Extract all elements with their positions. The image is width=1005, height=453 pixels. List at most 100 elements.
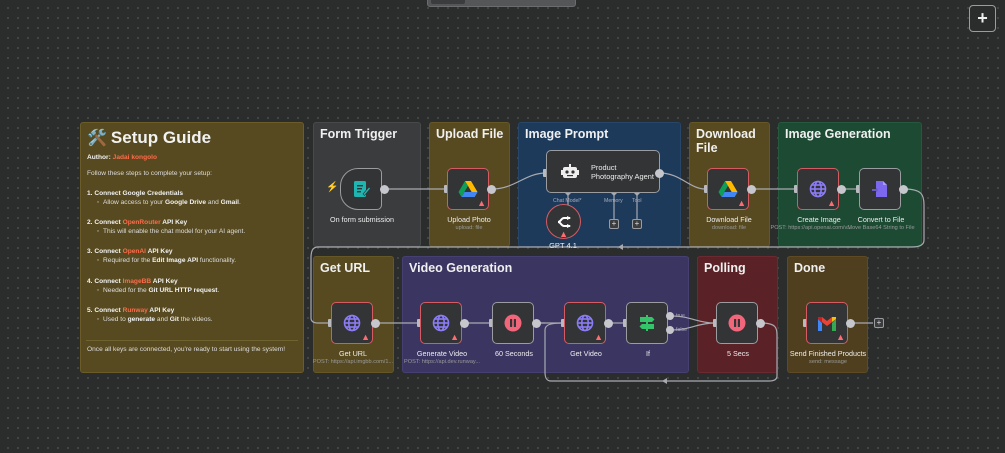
output-port[interactable] (846, 319, 855, 328)
input-port[interactable] (543, 169, 547, 177)
robot-icon (561, 163, 579, 178)
node-get-url[interactable]: ▲ (331, 302, 373, 344)
node-generate-video[interactable]: ▲ (420, 302, 462, 344)
pause-icon (504, 314, 522, 332)
node-subtitle: POST: https://api.imgbb.com/1... (312, 359, 394, 365)
pause-icon (728, 314, 746, 332)
input-port[interactable] (794, 185, 798, 193)
node-label: GPT 4.1 (549, 241, 577, 250)
add-node-button[interactable]: + (969, 5, 996, 32)
step-1: 1. Connect Google Credentials (87, 190, 184, 197)
toolbar-segment[interactable] (431, 0, 465, 4)
step-1-detail: ◦ Allow access to your Google Drive and … (97, 199, 241, 206)
author-line: Author: Jadai kongolo (87, 154, 157, 161)
input-port[interactable] (561, 319, 565, 327)
node-subtitle: download: file (711, 225, 747, 231)
node-download-file[interactable]: ▲ (707, 168, 749, 210)
output-port[interactable] (532, 319, 541, 328)
warning-icon: ▲ (836, 332, 845, 342)
form-icon (354, 181, 371, 197)
warning-icon: ▲ (450, 332, 459, 342)
output-port[interactable] (899, 185, 908, 194)
input-port[interactable] (713, 319, 717, 327)
step-4-detail: ◦ Needed for the Git URL HTTP request. (97, 287, 220, 294)
input-port[interactable] (328, 319, 332, 327)
node-label: Get URL (339, 349, 367, 358)
output-port[interactable] (460, 319, 469, 328)
input-port[interactable] (803, 319, 807, 327)
node-create-image[interactable]: ▲ (797, 168, 839, 210)
output-label-true: true (676, 313, 685, 319)
input-port[interactable] (489, 319, 493, 327)
google-drive-icon (458, 181, 478, 197)
node-label: Upload Photo (447, 215, 491, 224)
output-port-false[interactable] (666, 326, 674, 334)
node-gpt-4-1[interactable]: ▲ (546, 204, 581, 239)
input-port[interactable] (704, 185, 708, 193)
output-port[interactable] (756, 319, 765, 328)
output-port[interactable] (487, 185, 496, 194)
globe-icon (343, 314, 361, 332)
node-convert-to-file[interactable] (859, 168, 901, 210)
step-4: 4. Connect ImageBB API Key (87, 278, 178, 285)
node-label: Get Video (570, 349, 602, 358)
node-get-video[interactable]: ▲ (564, 302, 606, 344)
node-label: Download File (706, 215, 752, 224)
footer-text: Once all keys are connected, you're read… (87, 346, 286, 353)
add-memory-button[interactable]: + (609, 219, 619, 229)
port-label-chat-model: Chat Model* (553, 198, 582, 204)
node-5-secs[interactable] (716, 302, 758, 344)
wire-arrow (662, 378, 667, 384)
node-label: 60 Seconds (495, 349, 533, 358)
step-2: 2. Connect OpenRouter API Key (87, 219, 188, 226)
output-label-false: false (676, 327, 687, 333)
node-60-seconds[interactable] (492, 302, 534, 344)
node-subtitle: POST: https://api.dev.runway... (404, 359, 480, 365)
node-subtitle: send: message (809, 359, 847, 365)
output-port[interactable] (604, 319, 613, 328)
plus-icon: + (977, 8, 988, 28)
globe-icon (576, 314, 594, 332)
setup-guide-sticky[interactable]: 🛠️ Setup Guide Author: Jadai kongolo Fol… (80, 122, 304, 373)
node-label: Send Finished Products (789, 349, 867, 358)
node-subtitle: upload: file (455, 225, 483, 231)
node-label: If (646, 349, 650, 358)
node-on-form-submission[interactable] (340, 168, 382, 210)
warning-icon: ▲ (827, 198, 836, 208)
trigger-lightning-icon: ⚡ (326, 182, 339, 193)
step-2-detail: ◦ This will enable the chat model for yo… (97, 228, 246, 235)
node-send-finished-products[interactable]: ▲ (806, 302, 848, 344)
node-if[interactable] (626, 302, 668, 344)
add-next-node-button[interactable]: + (874, 318, 884, 328)
output-port[interactable] (747, 185, 756, 194)
signpost-icon (639, 315, 655, 331)
warning-icon: ▲ (559, 229, 568, 239)
input-port[interactable] (444, 185, 448, 193)
globe-icon (432, 314, 450, 332)
intro-text: Follow these steps to complete your setu… (87, 170, 212, 177)
node-upload-photo[interactable]: ▲ (447, 168, 489, 210)
output-port-true[interactable] (666, 312, 674, 320)
add-tool-button[interactable]: + (632, 219, 642, 229)
convert-file-icon (872, 181, 887, 197)
setup-guide-title: 🛠️ Setup Guide (87, 128, 212, 147)
google-drive-icon (718, 181, 738, 197)
node-label: On form submission (330, 215, 394, 224)
input-port[interactable] (623, 319, 627, 327)
step-5: 5. Connect Runway API Key (87, 307, 175, 314)
node-label: Convert to File (857, 215, 905, 224)
input-port[interactable] (417, 319, 421, 327)
warning-icon: ▲ (361, 332, 370, 342)
warning-icon: ▲ (737, 198, 746, 208)
input-port[interactable] (856, 185, 860, 193)
node-subtitle: POST: https://api.openai.com/v... (770, 225, 852, 231)
output-port[interactable] (371, 319, 380, 328)
node-label: 5 Secs (727, 349, 749, 358)
canvas-top-toolbar[interactable] (427, 0, 576, 7)
output-port[interactable] (380, 185, 389, 194)
output-port[interactable] (837, 185, 846, 194)
node-label: Create Image (797, 215, 841, 224)
output-port[interactable] (655, 169, 664, 178)
